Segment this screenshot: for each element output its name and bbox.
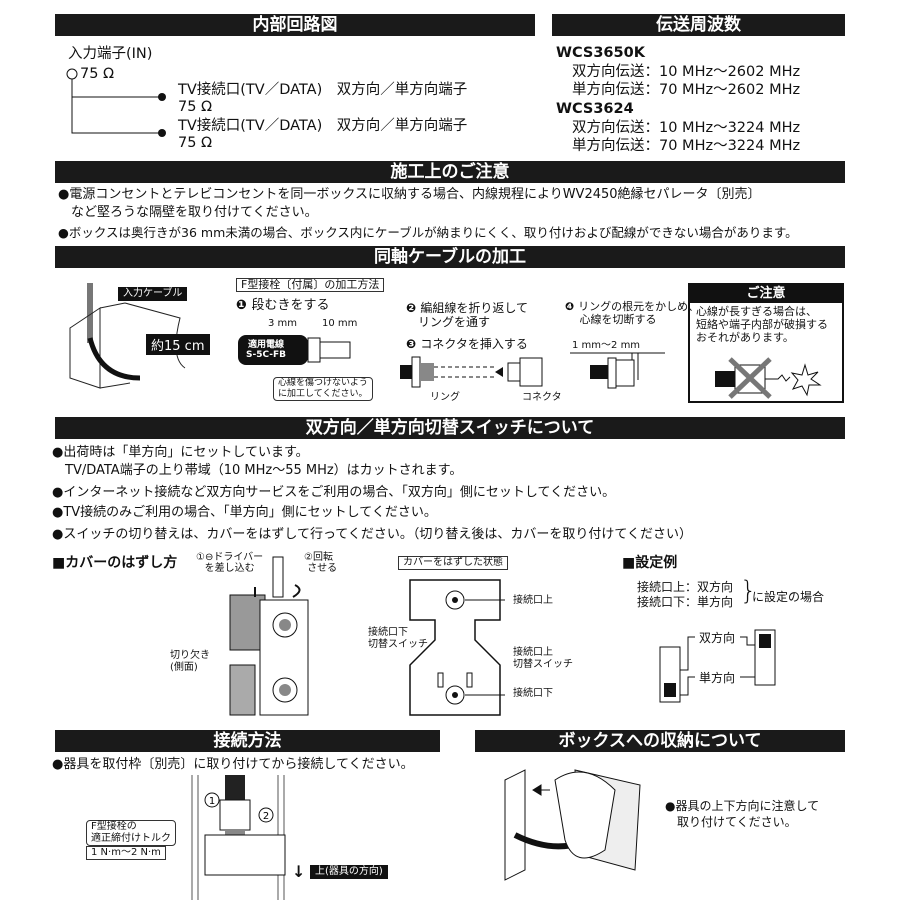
wire-label-2: S-5C-FB — [246, 350, 287, 360]
cover-step-2a: ②回転 — [304, 552, 333, 563]
step-4b: 心線を切断する — [579, 313, 657, 326]
brace: } — [740, 576, 757, 606]
switch-item: ●出荷時は「単方向」にセットしています。 — [52, 445, 309, 460]
connection-illustration: 12 — [191, 775, 286, 900]
example-line-2: 接続口下：単方向 — [637, 595, 734, 609]
method-title: F型接栓〔付属〕の加工方法 — [236, 278, 385, 292]
switch-setting-diagram — [659, 629, 776, 703]
step-3: コネクタを挿入する — [420, 337, 528, 351]
warning-line: おそれがあります。 — [696, 331, 794, 344]
freq-title: 伝送周波数 — [552, 14, 845, 36]
arrow-down-icon: ↓ — [292, 862, 306, 881]
freq-line: 双方向伝送：10 MHz〜3224 MHz — [572, 120, 801, 136]
dim-10mm: 10 mm — [322, 318, 358, 329]
port-down-label: 接続口下 — [513, 688, 553, 699]
wire-label-1: 適用電線 — [248, 340, 285, 350]
connector-insert-illustration — [400, 356, 543, 388]
strip-note-2: に加工してください。 — [278, 389, 368, 399]
model-name: WCS3624 — [556, 101, 634, 117]
warning-line: 短絡や端子内部が破損する — [696, 318, 828, 331]
caution-item: など堅ろうな隔壁を取り付けてください。 — [58, 205, 318, 220]
sw-up-label-1: 接続口上 — [513, 647, 553, 658]
circuit-title: 内部回路図 — [55, 14, 535, 36]
switch-item: ●インターネット接続など双方向サービスをご利用の場合、「双方向」側にセットしてく… — [52, 485, 616, 500]
warning-title: ご注意 — [690, 285, 842, 303]
output-1-impedance: 75 Ω — [178, 99, 213, 115]
torque-value: 1 N·m〜2 N·m — [86, 846, 166, 860]
cover-removal-illustration — [229, 556, 309, 716]
switch-item: TV/DATA端子の上り帯域（10 MHz〜55 MHz）はカットされます。 — [52, 463, 463, 478]
input-impedance: 75 Ω — [80, 66, 115, 82]
sw-down-label-2: 切替スイッチ — [368, 639, 428, 650]
output-1-label: TV接続口(TV／DATA) 双方向／単方向端子 — [178, 82, 468, 98]
port-up-label: 接続口上 — [513, 595, 553, 606]
notch-label-2: (側面) — [170, 662, 198, 673]
box-insert-illustration — [504, 769, 641, 881]
ring-label: リング — [430, 392, 460, 403]
crimp-illustration — [570, 352, 665, 389]
warning-x-icon — [715, 357, 822, 399]
step-2b: リングを通す — [418, 315, 491, 329]
input-cable-label: 入力ケーブル — [118, 287, 188, 301]
freq-line: 双方向伝送：10 MHz〜2602 MHz — [572, 64, 801, 80]
switch-item: ●TV接続のみご利用の場合、「単方向」側にセットしてください。 — [52, 505, 437, 520]
example-suffix: に設定の場合 — [752, 590, 825, 604]
example-line-1: 接続口上：双方向 — [637, 580, 734, 594]
caution-item: ●電源コンセントとテレビコンセントを同一ボックスに収納する場合、内線規程によりW… — [58, 187, 761, 202]
svg-text:1: 1 — [209, 796, 215, 807]
warning-box: ご注意 心線が長すぎる場合は、 短絡や端子内部が破損する おそれがあります。 — [688, 283, 844, 403]
dim-3mm: 3 mm — [268, 318, 298, 329]
output-2-impedance: 75 Ω — [178, 135, 213, 151]
input-label: 入力端子(IN) — [68, 46, 153, 62]
step-1: ❶ 段むきをする — [236, 298, 330, 313]
box-line-2: 取り付けてください。 — [665, 815, 797, 829]
cable-strip-illustration — [238, 335, 351, 365]
notch-label-1: 切り欠き — [170, 650, 210, 661]
step-2a: 編組線を折り返して — [420, 301, 528, 315]
dim-1-2mm: 1 mm〜2 mm — [572, 340, 641, 351]
step-1-text: 段むきをする — [251, 298, 330, 313]
switch-item: ●スイッチの切り替えは、カバーをはずして行ってください。（切り替え後は、カバーを… — [52, 527, 693, 542]
freq-line: 単方向伝送：70 MHz〜2602 MHz — [572, 82, 801, 98]
cable-title: 同軸ケーブルの加工 — [55, 246, 845, 268]
strip-note-1: 心線を傷つけないよう — [278, 378, 368, 388]
caution-item: ●ボックスは奥行きが36 mm未満の場合、ボックス内にケーブルが納まりにくく、取… — [58, 225, 798, 240]
box-cable-illustration — [69, 283, 186, 389]
cover-title: ■カバーのはずし方 — [52, 555, 178, 571]
bidir-label: 双方向 — [699, 631, 736, 645]
circuit-lines — [66, 68, 166, 137]
sw-down-label-1: 接続口下 — [368, 627, 408, 638]
up-direction-label: 上(器具の方向) — [310, 865, 388, 879]
unidir-label: 単方向 — [699, 671, 736, 685]
torque-label-2: 適正締付けトルク — [91, 833, 171, 844]
freq-line: 単方向伝送：70 MHz〜3224 MHz — [572, 138, 801, 154]
step-4a: リングの根元をかしめ、 — [578, 300, 700, 313]
switch-title: 双方向／単方向切替スイッチについて — [55, 417, 845, 439]
cover-step-2b: させる — [307, 563, 338, 574]
sw-up-label-2: 切替スイッチ — [513, 659, 573, 670]
connector-label: コネクタ — [522, 392, 562, 403]
output-2-label: TV接続口(TV／DATA) 双方向／単方向端子 — [178, 118, 468, 134]
cover-step-1b: を差し込む — [204, 563, 255, 574]
cover-step-1a: ①⊖ドライバー — [196, 552, 264, 563]
example-title: ■設定例 — [622, 555, 678, 571]
box-line-1: ●器具の上下方向に注意して — [665, 799, 820, 813]
removed-title: カバーをはずした状態 — [398, 556, 508, 570]
uncovered-illustration — [409, 579, 505, 716]
torque-label-1: F型接栓の — [91, 821, 137, 832]
connect-item: ●器具を取付枠〔別売〕に取り付けてから接続してください。 — [52, 757, 414, 772]
box-title: ボックスへの収納について — [475, 730, 845, 752]
svg-text:2: 2 — [263, 811, 269, 822]
model-name: WCS3650K — [556, 45, 645, 61]
length-label: 約15 cm — [146, 334, 210, 355]
connect-title: 接続方法 — [55, 730, 440, 752]
warning-line: 心線が長すぎる場合は、 — [696, 305, 817, 318]
caution-title: 施工上のご注意 — [55, 161, 845, 183]
